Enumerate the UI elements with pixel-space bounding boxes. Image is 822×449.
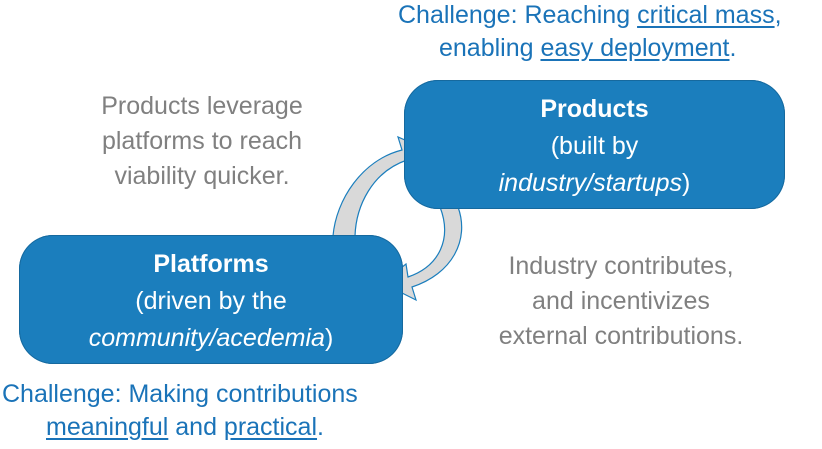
- easy-deployment-link[interactable]: easy deployment: [540, 34, 730, 62]
- right-note: Industry contributes, and incentivizes e…: [498, 252, 744, 350]
- meaningful-link[interactable]: meaningful: [46, 413, 169, 441]
- left-note: Products leverage platforms to reach via…: [101, 92, 303, 190]
- platforms-title: Platforms: [153, 250, 269, 278]
- practical-link[interactable]: practical: [223, 413, 318, 441]
- products-builder: industry/startups): [498, 169, 691, 197]
- platforms-box: Platforms (driven by the community/acede…: [19, 235, 403, 364]
- top-challenge-line1: Challenge: Reaching critical mass,: [398, 1, 782, 29]
- products-title: Products: [540, 95, 649, 123]
- critical-mass-link[interactable]: critical mass: [637, 1, 775, 29]
- products-box: Products (built by industry/startups): [404, 80, 785, 209]
- bottom-challenge-line2: meaningful and practical.: [46, 413, 324, 441]
- top-challenge: Challenge: Reaching critical mass, enabl…: [398, 0, 822, 65]
- top-challenge-line2: enabling easy deployment.: [439, 34, 737, 62]
- platforms-driver: community/acedemia): [88, 324, 334, 352]
- bottom-challenge: Challenge: Making contributions meaningf…: [2, 378, 422, 444]
